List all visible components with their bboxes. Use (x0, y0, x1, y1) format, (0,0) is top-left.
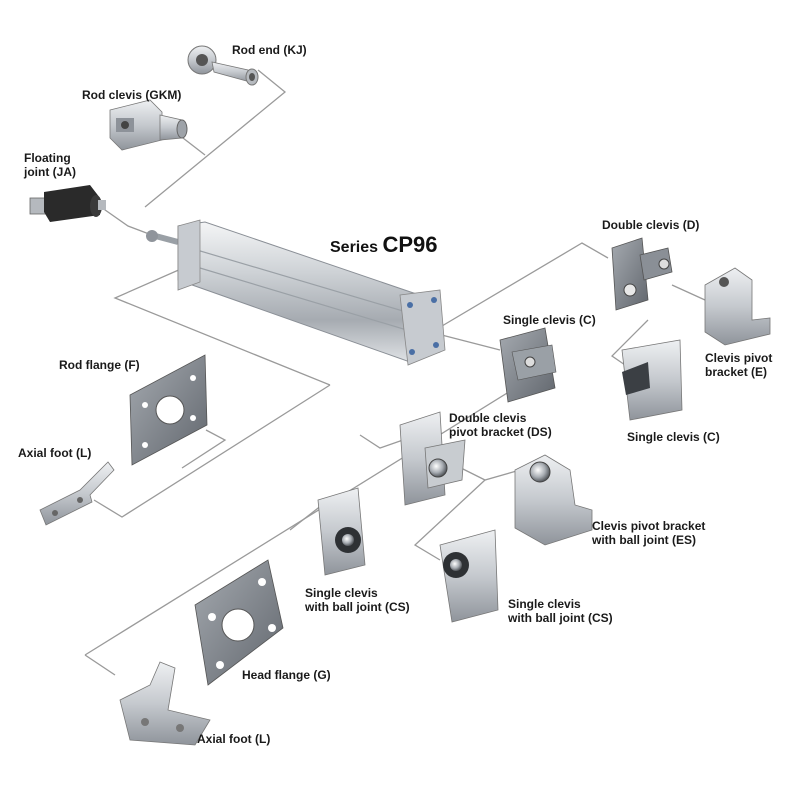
label-floating-joint-1: Floating (24, 151, 71, 165)
label-cs-right-1: Single clevis (508, 597, 581, 611)
label-ds-1: Double clevis (449, 411, 527, 425)
series-title: Series CP96 (330, 232, 438, 258)
floating-joint-image (29, 185, 106, 222)
single-clevis-ball-left-image (317, 487, 366, 576)
label-cs-left-1: Single clevis (305, 586, 378, 600)
clevis-pivot-bracket-e-image (704, 267, 771, 346)
head-flange-image (194, 559, 284, 686)
label-ds-2: pivot bracket (DS) (449, 425, 552, 439)
connector-es (454, 464, 521, 481)
connector-rod-flange (181, 429, 227, 469)
label-double-clevis: Double clevis (D) (602, 218, 700, 232)
connector-rod-flange-group (113, 264, 331, 386)
label-cs-left-2: with ball joint (CS) (305, 600, 410, 614)
label-head-flange: Head flange (G) (242, 668, 331, 682)
rod-end-image (187, 45, 259, 86)
label-cs-right-2: with ball joint (CS) (508, 611, 613, 625)
series-model: CP96 (382, 232, 438, 257)
connector-single-clevis-right (610, 319, 649, 368)
label-clevis-pivot-e-2: bracket (E) (705, 365, 768, 379)
connector-cs-left (289, 504, 323, 531)
connector-axial-foot-bottom (84, 654, 116, 676)
connector-cs-right (413, 479, 486, 561)
axial-foot-top-image (39, 461, 115, 526)
label-rod-flange: Rod flange (F) (59, 358, 140, 372)
axial-foot-bottom-image (119, 661, 211, 746)
connector-clevis-pivot-e (671, 284, 706, 301)
label-axial-foot-bottom: Axial foot (L) (197, 732, 271, 746)
connector-axial-foot-top (93, 384, 331, 518)
label-es-1: Clevis pivot bracket (592, 519, 706, 533)
single-clevis-center-image (499, 327, 557, 403)
cylinder-image (146, 219, 446, 366)
label-single-clevis-center: Single clevis (C) (503, 313, 596, 327)
rod-flange-image (129, 354, 208, 466)
connector-right-group (414, 242, 609, 343)
connector-rod-clevis (182, 137, 206, 156)
double-clevis-image (611, 237, 673, 311)
label-clevis-pivot-e-1: Clevis pivot (705, 351, 773, 365)
series-prefix: Series (330, 239, 379, 256)
single-clevis-right-image (621, 339, 683, 421)
label-rod-end: Rod end (KJ) (232, 43, 307, 57)
label-rod-clevis: Rod clevis (GKM) (82, 88, 182, 102)
label-es-2: with ball joint (ES) (592, 533, 696, 547)
double-clevis-pivot-ds-image (399, 411, 466, 506)
connector-ds (359, 434, 404, 449)
rod-clevis-image (109, 99, 188, 151)
clevis-pivot-ball-es-image (514, 454, 593, 546)
label-axial-foot-top: Axial foot (L) (18, 446, 92, 460)
single-clevis-ball-right-image (439, 529, 499, 623)
label-floating-joint-2: joint (JA) (24, 165, 76, 179)
connector-rod-end (144, 69, 287, 208)
label-single-clevis-right: Single clevis (C) (627, 430, 720, 444)
